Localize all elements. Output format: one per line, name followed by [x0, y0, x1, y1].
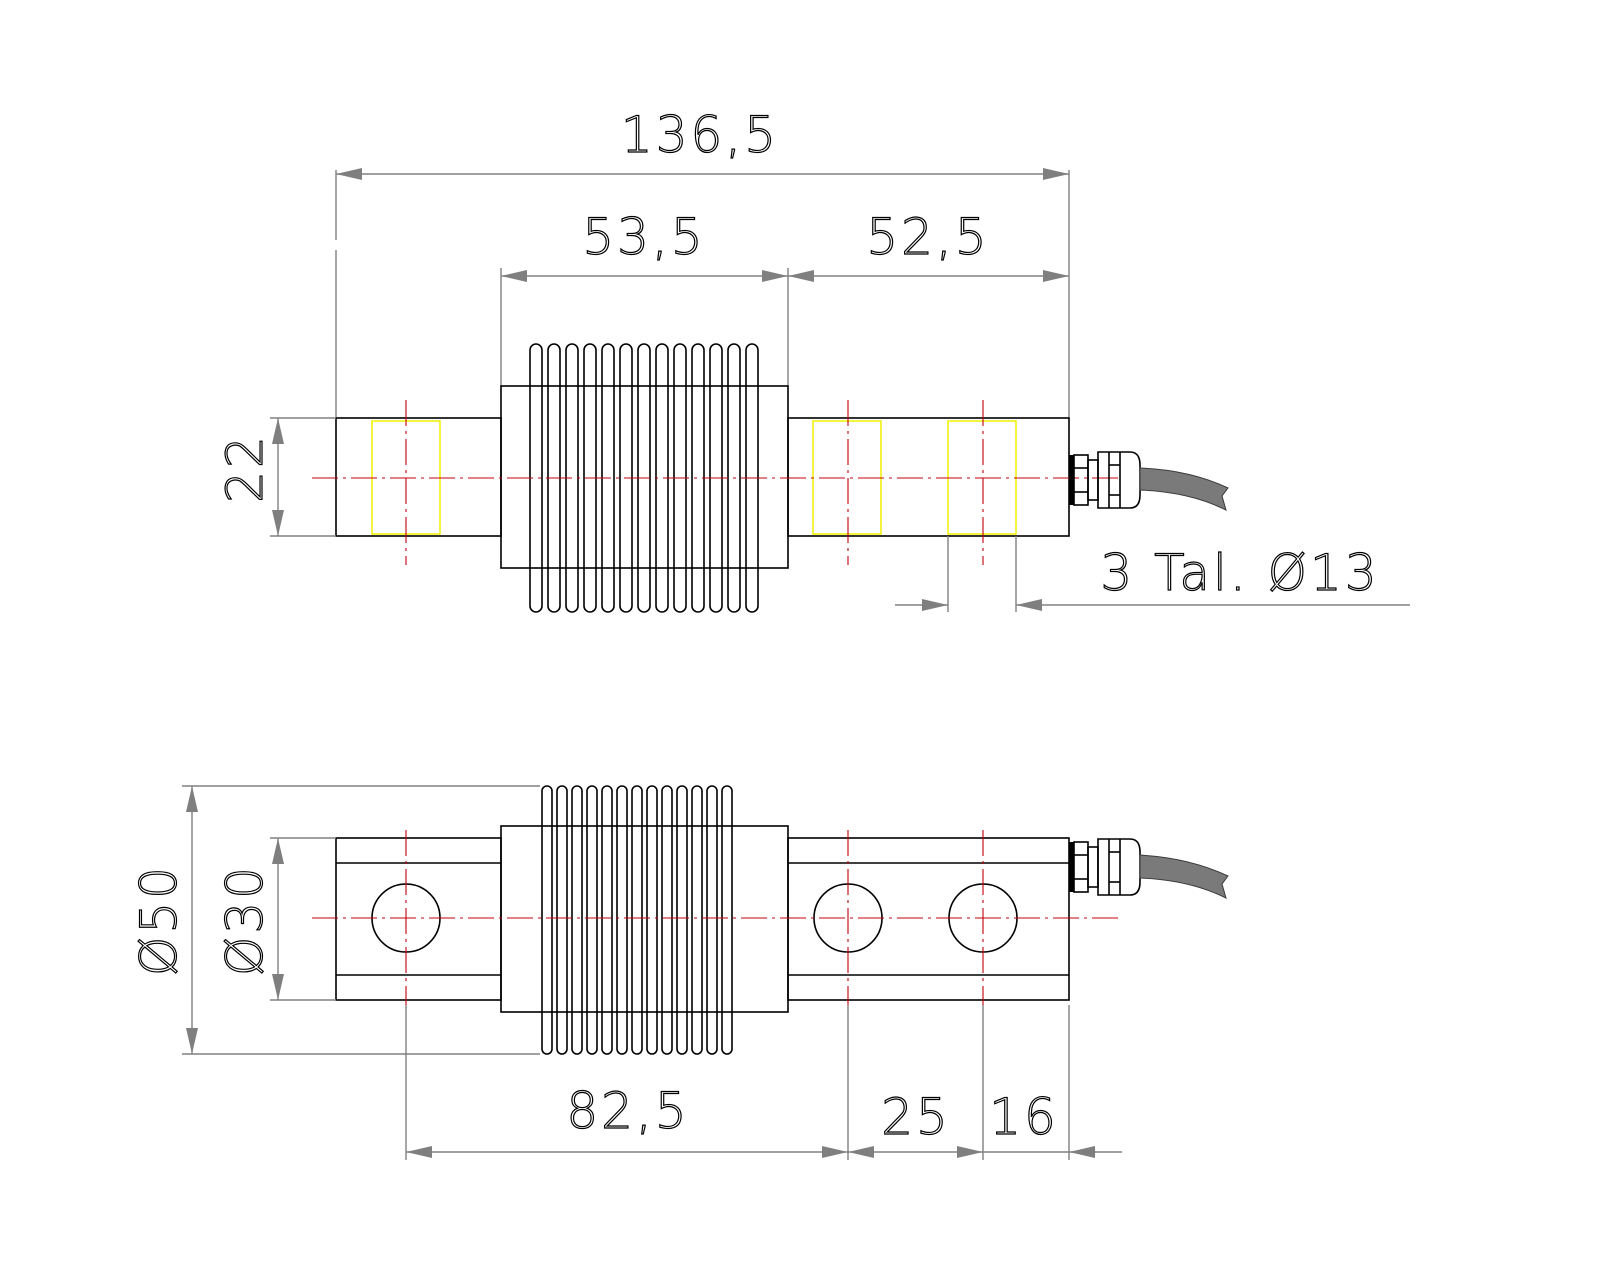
- dimension-label-right-span: 52,5: [866, 208, 989, 266]
- cable: [1139, 467, 1229, 511]
- dimension-label-hole-spacing-left: 82,5: [566, 1082, 689, 1140]
- front-right-beam: [787, 837, 1070, 1001]
- dimension-label-end-offset: 16: [989, 1088, 1059, 1146]
- dimension-end-offset: 16: [983, 1087, 1122, 1158]
- dimension-label-body-diameter: Ø30: [216, 864, 274, 976]
- front-view: Ø50 Ø30 82,5 25: [129, 785, 1229, 1160]
- front-cable-gland: [1069, 838, 1141, 896]
- top-view: 136,5 53,5 52,5: [215, 105, 1410, 613]
- front-cable: [1139, 854, 1229, 899]
- dimension-hole-spacing-left: 82,5: [406, 1081, 848, 1158]
- front-bellows-hub: [500, 825, 789, 1013]
- dimension-body-diameter: Ø30: [215, 837, 336, 1001]
- dimension-label-overall-length: 136,5: [621, 106, 779, 164]
- dimension-label-hole-spacing-middle: 25: [881, 1088, 951, 1146]
- dimension-label-bellows-span: 53,5: [582, 208, 705, 266]
- left-beam: [335, 417, 502, 537]
- dimension-overall-length: 136,5: [336, 105, 1069, 180]
- dimension-bellows-span: 53,5: [501, 207, 788, 282]
- bellows-hub: [500, 385, 789, 569]
- dimension-hole-callout: 3 Tal. Ø13: [895, 536, 1410, 612]
- dimension-label-height: 22: [216, 433, 274, 503]
- dimension-label-hole-callout: 3 Tal. Ø13: [1100, 544, 1379, 602]
- dimension-height: 22: [215, 417, 336, 537]
- cable-gland: [1069, 451, 1141, 509]
- dimension-label-bellows-diameter: Ø50: [130, 864, 188, 976]
- dimension-bellows-diameter: Ø50: [129, 785, 540, 1055]
- front-bellows-fins: [541, 785, 733, 1055]
- dimension-right-span: 52,5: [788, 207, 1069, 282]
- dimension-hole-spacing-middle: 25: [848, 1087, 983, 1158]
- right-beam: [787, 417, 1070, 537]
